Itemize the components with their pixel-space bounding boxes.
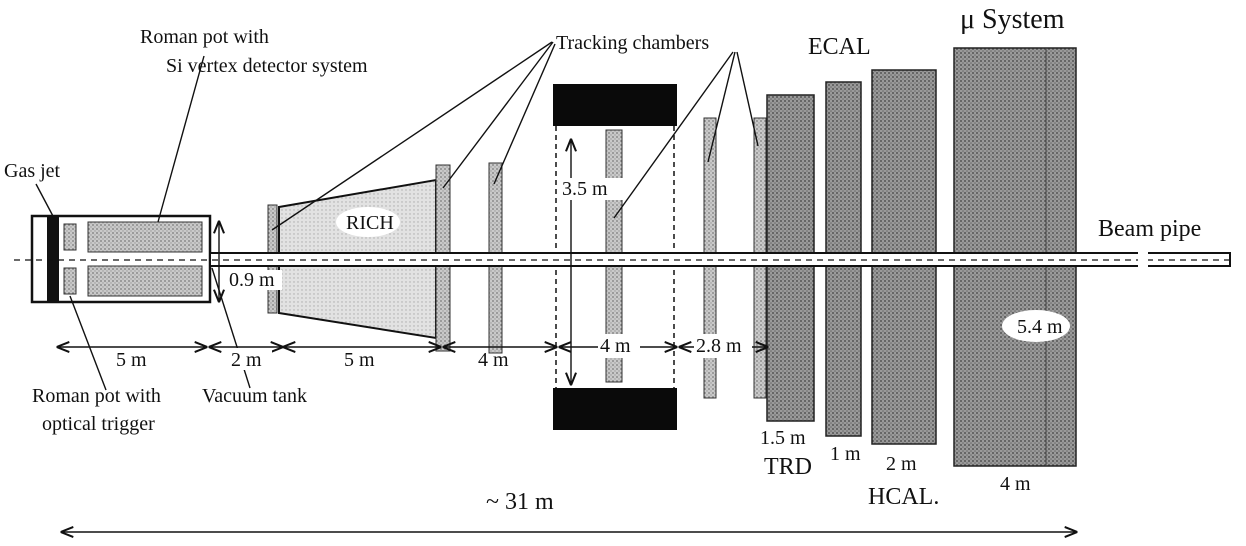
magnet-yoke-bottom [553,388,677,430]
optical-trigger-pot-upper [63,223,77,251]
dim-label-seg6: 2.8 m [696,335,742,357]
dim-label-mu-height: 5.4 m [1017,316,1063,338]
dim-label-pot-width: 0.9 m [229,269,275,291]
leader-gas-jet [35,183,55,219]
leader-roman-pot-si [157,55,205,223]
label-ecal: ECAL [808,34,871,60]
label-total-length: ~ 31 m [486,489,554,515]
leader-tc-a [271,41,553,231]
mu-height-label-bg [1002,310,1070,342]
dim-label-trd: 1.5 m [760,427,806,449]
leader-tc-f [736,51,759,147]
seg5-label-bg [598,334,640,358]
label-roman-pot-opt-line2: optical trigger [42,413,155,435]
si-vertex-pot-upper [87,221,203,253]
dim-label-tracking-height: 3.5 m [562,178,608,200]
gas-jet-block [47,217,59,301]
dim-label-seg1: 5 m [116,349,147,371]
tracking-height-label-bg [560,178,624,200]
label-roman-pot-si-line1: Roman pot with [140,26,269,48]
pot-width-label-bg [226,270,282,290]
seg2-label-bg [226,348,272,370]
dim-label-seg4: 4 m [478,349,509,371]
dim-label-ecal: 1 m [830,443,861,465]
magnet-yoke-top [553,84,677,126]
label-roman-pot-si-line2: Si vertex detector system [166,55,368,77]
label-mu-system: μ System [960,4,1065,35]
dim-label-seg2: 2 m [231,349,262,371]
seg6-label-bg [694,334,752,358]
si-vertex-pot-lower [87,265,203,297]
rich-label-bg [336,207,400,237]
dim-label-seg3: 5 m [344,349,375,371]
label-beam-pipe: Beam pipe [1098,216,1201,242]
optical-trigger-pot-lower [63,267,77,295]
label-rich: RICH [346,212,394,234]
leader-tc-e [707,51,736,163]
dim-label-mu: 4 m [1000,473,1031,495]
leader-roman-pot-opt [69,295,107,391]
label-trd: TRD [764,454,812,480]
leader-tc-b [442,41,554,189]
dim-label-hcal: 2 m [886,453,917,475]
label-hcal: HCAL. [868,484,939,510]
label-gas-jet: Gas jet [4,160,61,182]
beam-pipe-break [1138,250,1148,269]
label-tracking-chambers: Tracking chambers [556,32,709,54]
dim-label-seg5: 4 m [600,335,631,357]
leader-tc-c [493,43,556,185]
leader-tc-d [613,51,734,219]
label-vacuum-tank: Vacuum tank [202,385,307,407]
label-roman-pot-opt-line1: Roman pot with [32,385,161,407]
roman-pot-assembly [30,214,212,304]
